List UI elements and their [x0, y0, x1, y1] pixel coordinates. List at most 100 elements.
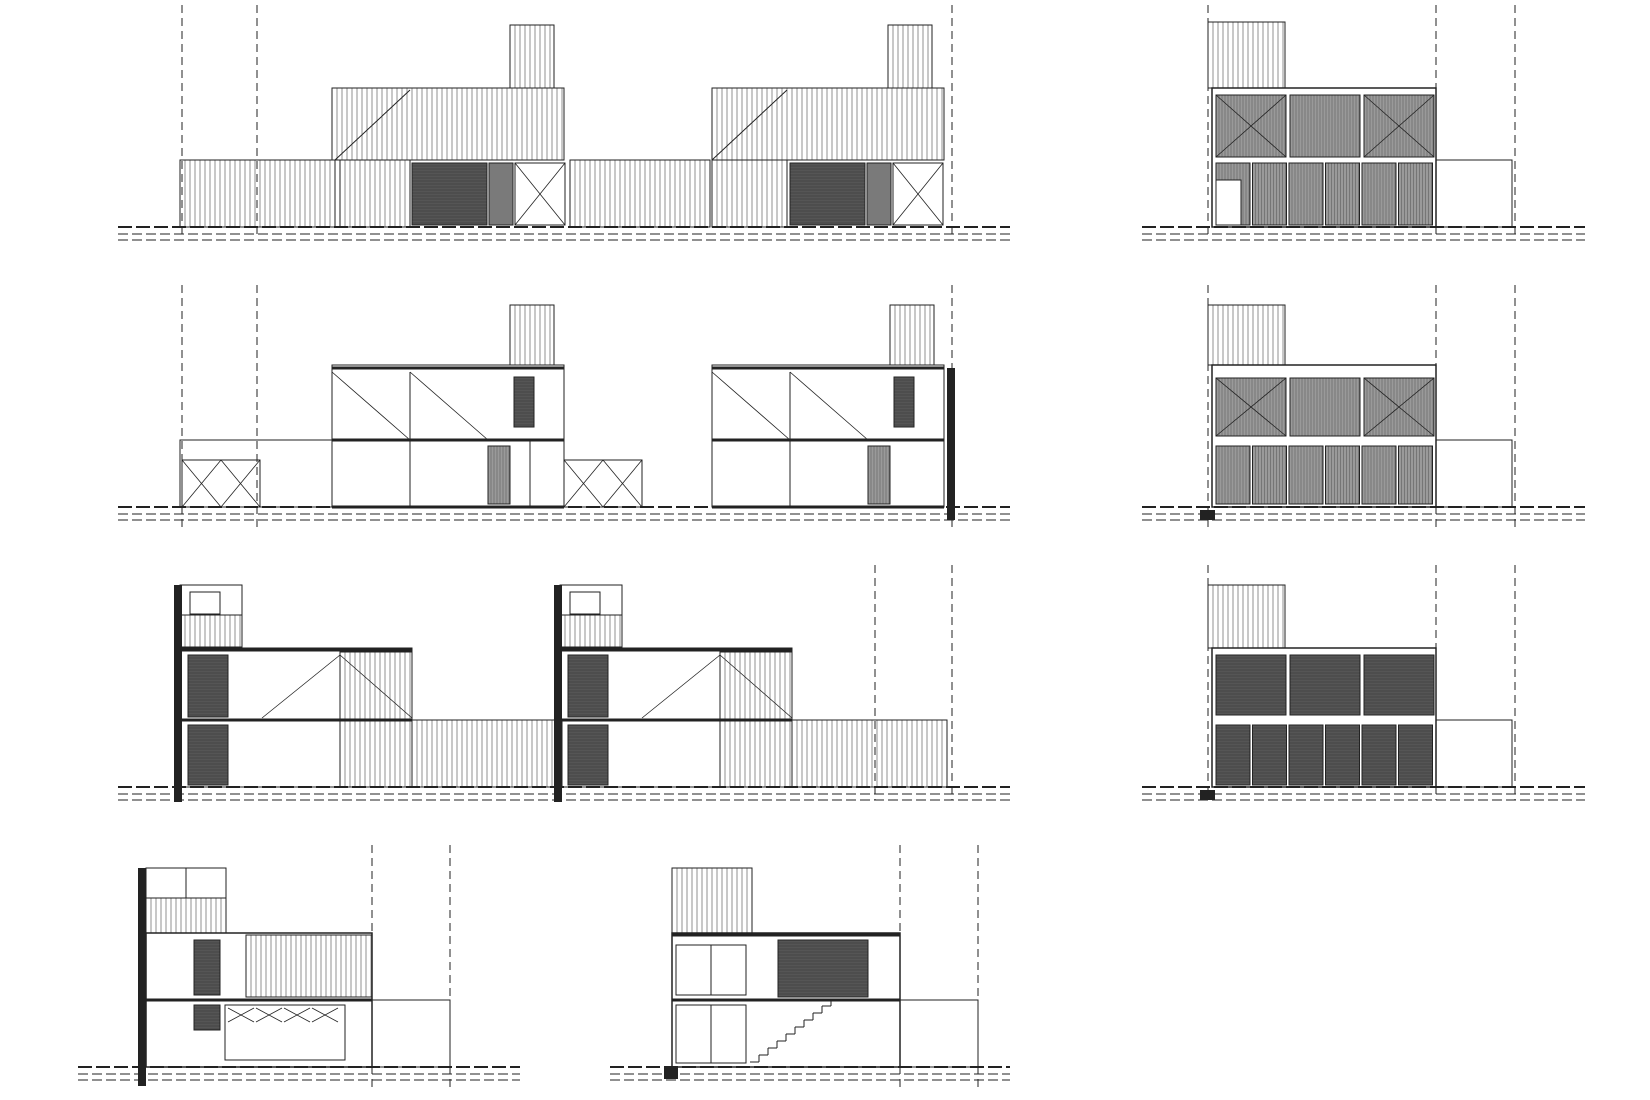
cladding-outline — [791, 719, 948, 788]
tower-window-a — [189, 591, 221, 615]
line — [711, 371, 791, 441]
rear-dark-low-a — [187, 724, 229, 786]
dark-fill — [187, 654, 229, 718]
mesh-fill — [1325, 445, 1360, 505]
rear-fence-right — [791, 719, 948, 788]
carport-cross — [1435, 439, 1513, 508]
line — [563, 459, 604, 508]
cladding-outline — [711, 159, 788, 228]
cross-lower-panel — [1215, 445, 1251, 505]
window-b — [866, 162, 892, 226]
interior-wall — [138, 868, 146, 1086]
line — [227, 1007, 255, 1023]
mesh-fill — [1252, 445, 1287, 505]
cladding-outline — [711, 87, 945, 161]
lower-mesh-panel — [1288, 162, 1324, 226]
cladding-outline — [1207, 584, 1286, 649]
dark-fill — [513, 376, 535, 428]
cladding-outline — [179, 614, 243, 648]
tower-side — [1207, 21, 1286, 89]
panel-up-1 — [1215, 654, 1287, 716]
dark-fill — [777, 939, 869, 998]
cross-lower-panel — [1288, 445, 1324, 505]
garage-door-a — [411, 162, 488, 226]
line — [789, 371, 869, 441]
cross-lower-panel — [1361, 445, 1397, 505]
volume-panels — [1211, 647, 1437, 788]
tower-window-b — [569, 591, 601, 615]
tower-clad-a — [179, 614, 243, 648]
panel-low — [1361, 724, 1397, 786]
tower-stair — [671, 867, 753, 934]
line — [892, 162, 944, 226]
stair-b — [867, 445, 891, 505]
upper-volume-a — [331, 87, 565, 161]
mesh-fill — [487, 445, 511, 505]
lower-clad-b — [711, 159, 788, 228]
kitchen-cabinet — [224, 1004, 346, 1061]
line — [719, 654, 793, 719]
mesh-fill — [1398, 445, 1433, 505]
panel-low — [1325, 724, 1360, 786]
panel-low — [1252, 724, 1287, 786]
mesh-fill — [1288, 162, 1324, 226]
tower-b — [887, 24, 933, 89]
line — [181, 459, 222, 508]
cross-section — [1142, 285, 1585, 530]
cladding-outline — [509, 304, 555, 366]
line — [514, 162, 566, 226]
tower-panels — [1207, 584, 1286, 649]
upper-volume-b — [711, 87, 945, 161]
dark-fill — [789, 162, 866, 226]
line — [311, 1007, 339, 1023]
carport-panels — [1435, 719, 1513, 788]
line — [711, 89, 788, 161]
carport-int — [371, 999, 451, 1068]
mesh-fill — [1325, 162, 1360, 226]
dark-fill — [411, 162, 488, 226]
int-dark-low — [193, 1004, 221, 1031]
line — [261, 654, 341, 719]
line — [602, 459, 643, 508]
cladding-outline — [331, 87, 565, 161]
line — [1215, 377, 1287, 437]
lower-clad-a — [334, 159, 411, 228]
line — [334, 89, 411, 161]
tower-clad-int — [145, 897, 227, 934]
rear-clad-a — [339, 651, 413, 788]
dark-fill — [193, 1004, 221, 1031]
carport-frame — [1435, 159, 1513, 228]
line — [331, 371, 411, 441]
cross-lower-panel — [1398, 445, 1433, 505]
mesh-fill — [1215, 445, 1251, 505]
tower-section-a — [509, 304, 555, 366]
int-dark-up — [193, 939, 221, 996]
cross-section-interior — [78, 845, 520, 1090]
dark-fill — [567, 654, 609, 718]
base-wall-mid — [569, 159, 711, 228]
main-volume-side — [1211, 87, 1437, 228]
cladding-outline — [509, 24, 555, 89]
int-clad — [245, 934, 373, 998]
line — [409, 371, 489, 441]
footing-stair — [664, 1067, 678, 1079]
stair-a — [487, 445, 511, 505]
line — [1215, 94, 1287, 158]
lower-mesh-panel — [1361, 162, 1397, 226]
dark-fill — [193, 939, 221, 996]
mesh-fill — [1288, 445, 1324, 505]
lower-mesh-panel — [1252, 162, 1287, 226]
line — [255, 1007, 283, 1023]
cross-lower-panel — [1252, 445, 1287, 505]
side-door — [1215, 179, 1242, 226]
line — [283, 1007, 311, 1023]
ground-line — [118, 226, 1010, 241]
side-elevation-panels — [1142, 565, 1585, 801]
shelf-mid — [563, 459, 643, 508]
window-a — [488, 162, 514, 226]
lower-mesh-panel — [1325, 162, 1360, 226]
mesh-fill — [1361, 162, 1397, 226]
garage-door-b — [789, 162, 866, 226]
